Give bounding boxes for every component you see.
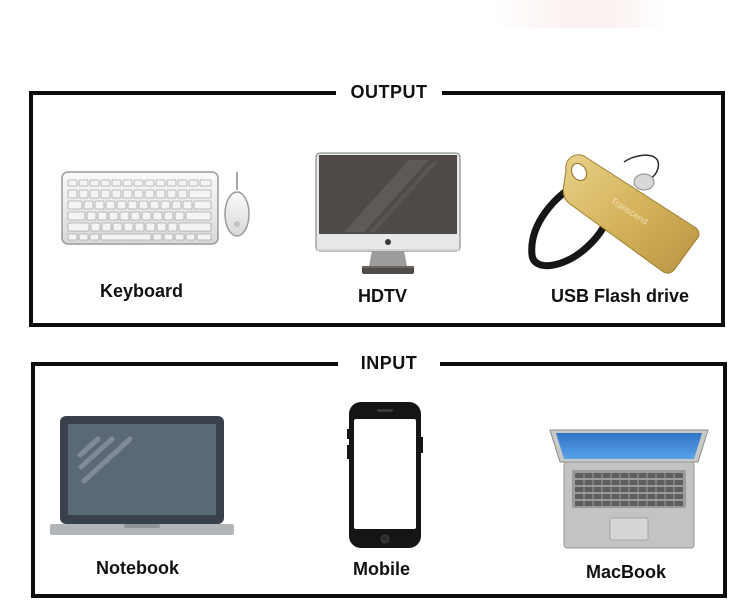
smartphone-icon xyxy=(347,401,423,551)
laptop-icon xyxy=(50,415,234,545)
keyboard-mouse-icon xyxy=(58,168,258,248)
usb-flash-drive-icon: Transcend xyxy=(524,150,704,275)
top-smudge xyxy=(495,0,665,28)
macbook-icon xyxy=(548,426,710,550)
hdtv-label: HDTV xyxy=(358,286,407,306)
input-title: INPUT xyxy=(338,351,440,375)
notebook-label: Notebook xyxy=(96,558,179,578)
monitor-icon xyxy=(314,152,462,280)
mobile-label: Mobile xyxy=(353,559,410,579)
output-title: OUTPUT xyxy=(336,80,442,104)
macbook-label: MacBook xyxy=(586,562,667,582)
keyboard-label: Keyboard xyxy=(100,281,184,301)
usb-flash-drive-label: USB Flash drive xyxy=(551,286,690,306)
